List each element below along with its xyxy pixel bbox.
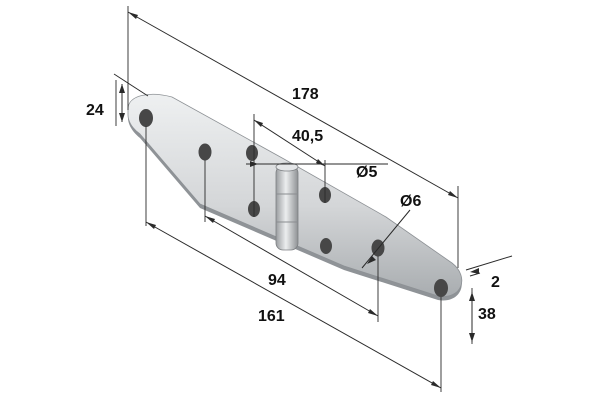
dim-line-94: [204, 215, 379, 317]
knuckle-barrel: [275, 165, 299, 251]
label-38: 38: [478, 306, 496, 323]
hole-right-2: [320, 238, 332, 254]
dim-line-178: [127, 11, 459, 199]
dim-line-40-5: [253, 119, 326, 167]
label-d5: Ø5: [356, 164, 377, 181]
label-24: 24: [86, 102, 104, 119]
hole-outer-right: [434, 279, 448, 297]
hole-outer-left: [139, 109, 153, 127]
hinge-knuckle: [275, 162, 299, 251]
label-40-5: 40,5: [292, 128, 323, 145]
hole-left-3: [246, 145, 258, 161]
label-178: 178: [292, 86, 319, 103]
dim-line-161: [145, 221, 442, 389]
dimension-lines: [119, 11, 513, 389]
label-d6: Ø6: [400, 193, 421, 210]
label-2: 2: [491, 274, 500, 291]
leader-d6: [361, 209, 411, 269]
dim-line-2: [465, 255, 513, 271]
label-94: 94: [268, 272, 286, 289]
label-161: 161: [258, 308, 285, 325]
hole-left-2: [198, 143, 212, 161]
dimension-labels: 178 24 40,5 Ø5 Ø6 94 161 2 38: [86, 86, 500, 325]
